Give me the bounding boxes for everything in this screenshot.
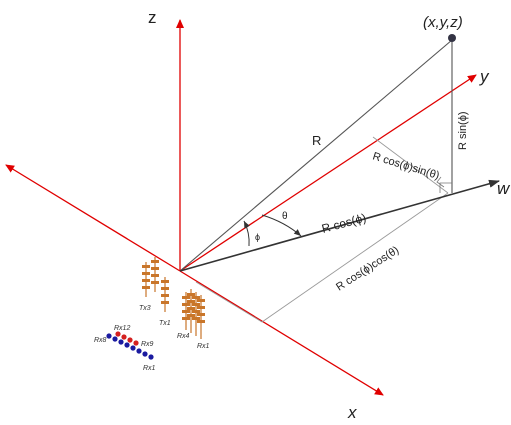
x-axis-label: x [347, 403, 357, 422]
r-cos-phi-label: R cos(ϕ) [320, 211, 367, 236]
x-axis-negative [5, 164, 181, 272]
y-axis [179, 74, 477, 272]
virtual-rx-array [106, 331, 154, 360]
r-cos-phi-cos-theta-label: R cos(ϕ)cos(θ) [334, 244, 401, 293]
rx12-label: Rx12 [114, 325, 130, 332]
right-angle-marker-top [439, 182, 452, 193]
w-axis [179, 179, 500, 272]
y-axis-label: y [479, 67, 490, 86]
theta-label: θ [282, 211, 288, 222]
tx3-label: Tx3 [139, 305, 151, 312]
r-label: R [312, 133, 321, 148]
tx1-label: Tx1 [159, 320, 171, 327]
tx3b-antenna [151, 257, 159, 292]
right-angle-marker-side [436, 176, 445, 188]
phi-label: ϕ [255, 232, 260, 242]
rx4-antenna [182, 292, 190, 330]
rx8-label: Rx8 [94, 337, 107, 344]
phi-arc [243, 220, 250, 247]
guide-r-projection-to-y [372, 136, 449, 194]
r-cos-phi-sin-theta-label: R cos(ϕ)sin(θ) [371, 150, 441, 182]
point-marker [448, 34, 456, 42]
rx1-bottom-label: Rx1 [143, 365, 156, 372]
rx3-antenna [187, 289, 195, 333]
rx9-label: Rx9 [141, 341, 154, 348]
tx3-antenna [142, 262, 150, 297]
vector-r [179, 39, 453, 272]
r-sin-phi-label: R sin(ϕ) [457, 111, 469, 150]
point-label: (x,y,z) [423, 14, 463, 31]
theta-arc [261, 214, 302, 237]
tx1-antenna [161, 277, 169, 312]
rx4-label: Rx4 [177, 333, 190, 340]
guide-origin-to-x [195, 281, 263, 323]
rx2-antenna [192, 292, 200, 336]
guide-r-projection-to-x [261, 192, 449, 323]
rx1-antenna [197, 295, 205, 339]
w-axis-label: w [497, 179, 511, 198]
rx1-top-label: Rx1 [197, 343, 210, 350]
z-axis-label: z [148, 8, 157, 27]
antenna-array [142, 257, 205, 339]
x-axis [179, 270, 384, 396]
